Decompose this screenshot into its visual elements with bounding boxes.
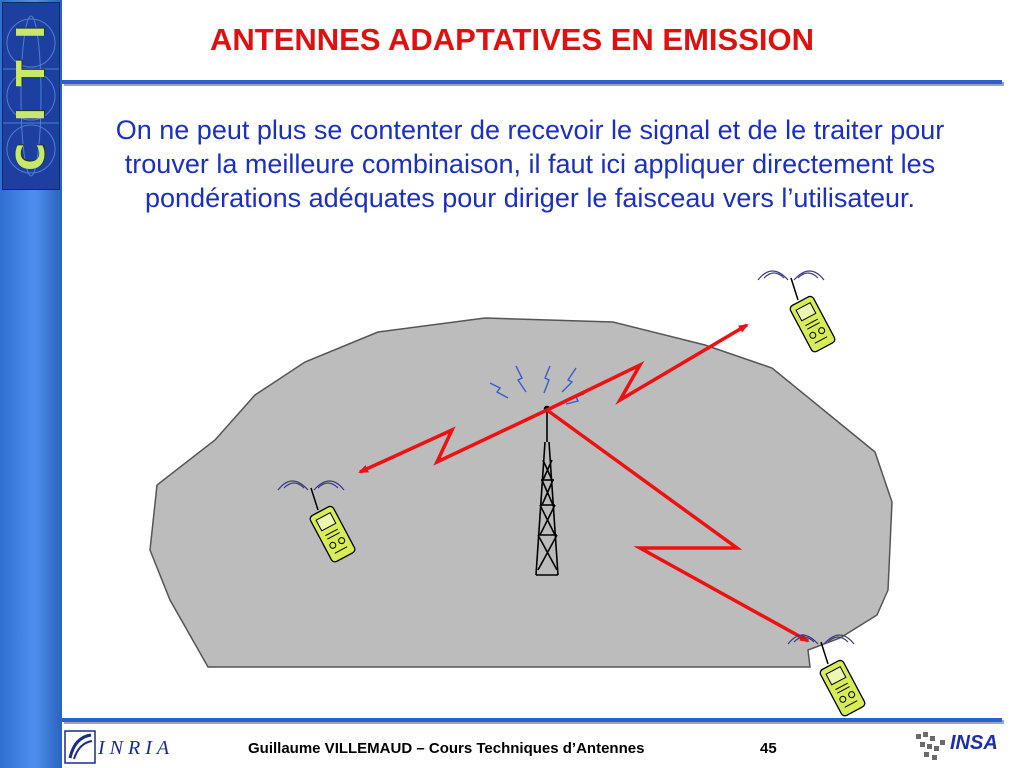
insa-logo-text: INSA	[950, 732, 998, 754]
mobile-phone-top-right	[757, 270, 836, 353]
page-number: 45	[760, 740, 777, 757]
footer-author-course: Guillaume VILLEMAUD – Cours Techniques d…	[248, 740, 645, 757]
insa-dots-icon	[916, 732, 945, 760]
beam-arrow-left	[358, 408, 548, 474]
mobile-phone-left	[277, 480, 356, 563]
citi-logo: C I T I	[2, 2, 60, 190]
mobile-phone-bottom-right	[787, 634, 866, 717]
insa-logo: INSA	[912, 728, 1012, 766]
beam-arrow-bottom-right	[545, 408, 810, 643]
directed-beam-arrows	[358, 323, 810, 643]
logo-globe-pattern	[3, 15, 59, 177]
coverage-area	[149, 317, 893, 668]
sidebar: C I T I	[0, 0, 62, 768]
title-divider	[62, 80, 1002, 84]
footer-divider	[62, 718, 1002, 722]
inria-logo: INRIA	[64, 728, 194, 766]
slide-body-text: On ne peut plus se contenter de recevoir…	[115, 115, 945, 213]
inria-logo-text: INRIA	[98, 737, 175, 759]
inria-emblem-icon	[64, 730, 96, 764]
base-station-tower	[535, 405, 559, 576]
beam-arrow-top-right	[546, 323, 749, 412]
slide-title: ANTENNES ADAPTATIVES EN EMISSION	[210, 22, 814, 57]
